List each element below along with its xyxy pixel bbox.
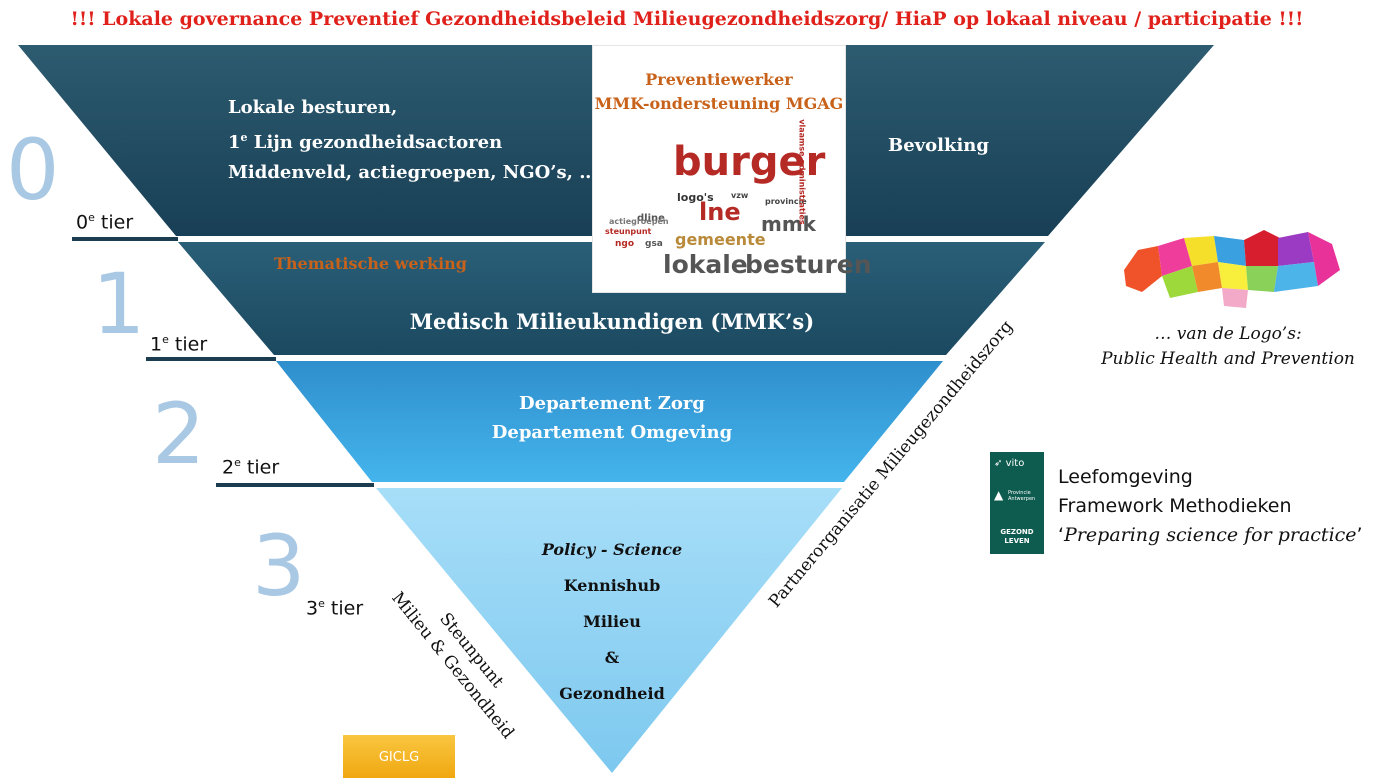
tier-number-1: 1 — [92, 255, 146, 353]
tier-label-2: 2e tier — [222, 456, 280, 479]
preventiewerker-card: Preventiewerker MMK-ondersteuning MGAG b… — [592, 45, 872, 293]
level-0-line-1: Lokale besturen, — [228, 97, 398, 118]
giclg-box: GICLG — [343, 735, 455, 778]
tier-line-0 — [72, 237, 178, 241]
tier-line-1 — [146, 357, 276, 361]
word-gemeente: gemeente — [675, 230, 766, 249]
level-2-band — [276, 361, 943, 482]
word-provincie: provincie — [765, 197, 807, 206]
framework-text: Leefomgeving Framework Methodieken ‘Prep… — [1058, 463, 1363, 550]
level-1-main: Medisch Milieukundigen (MMK’s) — [409, 309, 815, 334]
level-2-line-1: Departement Zorg — [519, 393, 705, 414]
word-besturen: besturen — [745, 250, 872, 279]
word-cloud-image: burger lne logo's mmk gemeente lokale be… — [601, 119, 872, 286]
headline: !!! Lokale governance Preventief Gezondh… — [70, 8, 1304, 30]
map-caption-line-2: Public Health and Prevention — [1101, 349, 1355, 369]
word-actiegroepen: actiegroepen — [609, 217, 669, 226]
framework-line-1: Leefomgeving — [1058, 466, 1193, 488]
word-mmk: mmk — [761, 212, 816, 236]
word-lne: lne — [699, 198, 741, 226]
framework-line-2: Framework Methodieken — [1058, 495, 1292, 517]
word-ngo: ngo — [615, 239, 635, 249]
tier-line-2 — [216, 483, 374, 487]
tier-label-3: 3e tier — [306, 597, 364, 620]
level-0-line-2: 1e Lijn gezondheidsactoren — [228, 131, 503, 153]
level-3-text: Policy - Science Kennishub Milieu & Gezo… — [0, 532, 1224, 712]
level-3-line-3: Milieu — [583, 612, 641, 631]
vito-bird-icon: ➶ — [994, 458, 1003, 469]
word-vlaamse: vlaamse administraties — [797, 119, 807, 225]
word-gsa: gsa — [645, 239, 663, 249]
level-3-line-4: & — [604, 648, 620, 667]
level-2-text: Departement Zorg Departement Omgeving — [0, 389, 1224, 447]
word-steunpunt: steunpunt — [605, 227, 652, 236]
tier-number-3: 3 — [252, 517, 306, 615]
tier-label-0: 0e tier — [76, 211, 134, 234]
tier-number-2: 2 — [152, 385, 206, 483]
gezond-leven-logo: GEZOND LEVEN — [1000, 528, 1034, 545]
level-3-line-5: Gezondheid — [559, 684, 665, 703]
level-0-line-3: Middenveld, actiegroepen, NGO’s, … — [228, 162, 598, 183]
word-dline: dline — [637, 213, 665, 224]
preventiewerker-title: Preventiewerker MMK-ondersteuning MGAG — [594, 70, 844, 113]
map-caption-line-1: … van de Logo’s: — [1154, 324, 1302, 344]
tier-label-1: 1e tier — [150, 333, 208, 356]
level-3-band — [376, 488, 842, 773]
word-lokale: lokale — [663, 250, 748, 279]
level-0-bevolking: Bevolking — [888, 135, 989, 156]
map-caption: … van de Logo’s: Public Health and Preve… — [1086, 322, 1370, 372]
province-logo: Provincie Antwerpen — [1008, 490, 1036, 502]
word-burger: burger — [673, 139, 826, 185]
level-3-line-2: Kennishub — [563, 576, 661, 595]
province-triangle-icon: ▲ — [994, 488, 1004, 502]
vito-logo: ➶ vito — [994, 458, 1025, 469]
tier-number-0: 0 — [6, 121, 60, 219]
flanders-logo-map — [1124, 230, 1340, 308]
word-logos: logo's — [677, 191, 714, 204]
word-vzw: vzw — [731, 191, 749, 200]
level-2-line-2: Departement Omgeving — [491, 422, 733, 443]
level-0-text: Lokale besturen, 1e Lijn gezondheidsacto… — [228, 93, 597, 188]
level-3-line-1: Policy - Science — [541, 540, 683, 559]
thematische-werking: Thematische werking — [274, 254, 467, 273]
framework-line-3: ‘Preparing science for practice’ — [1058, 524, 1363, 546]
partner-logos: ➶ vito ▲ Provincie Antwerpen GEZOND LEVE… — [990, 452, 1044, 554]
